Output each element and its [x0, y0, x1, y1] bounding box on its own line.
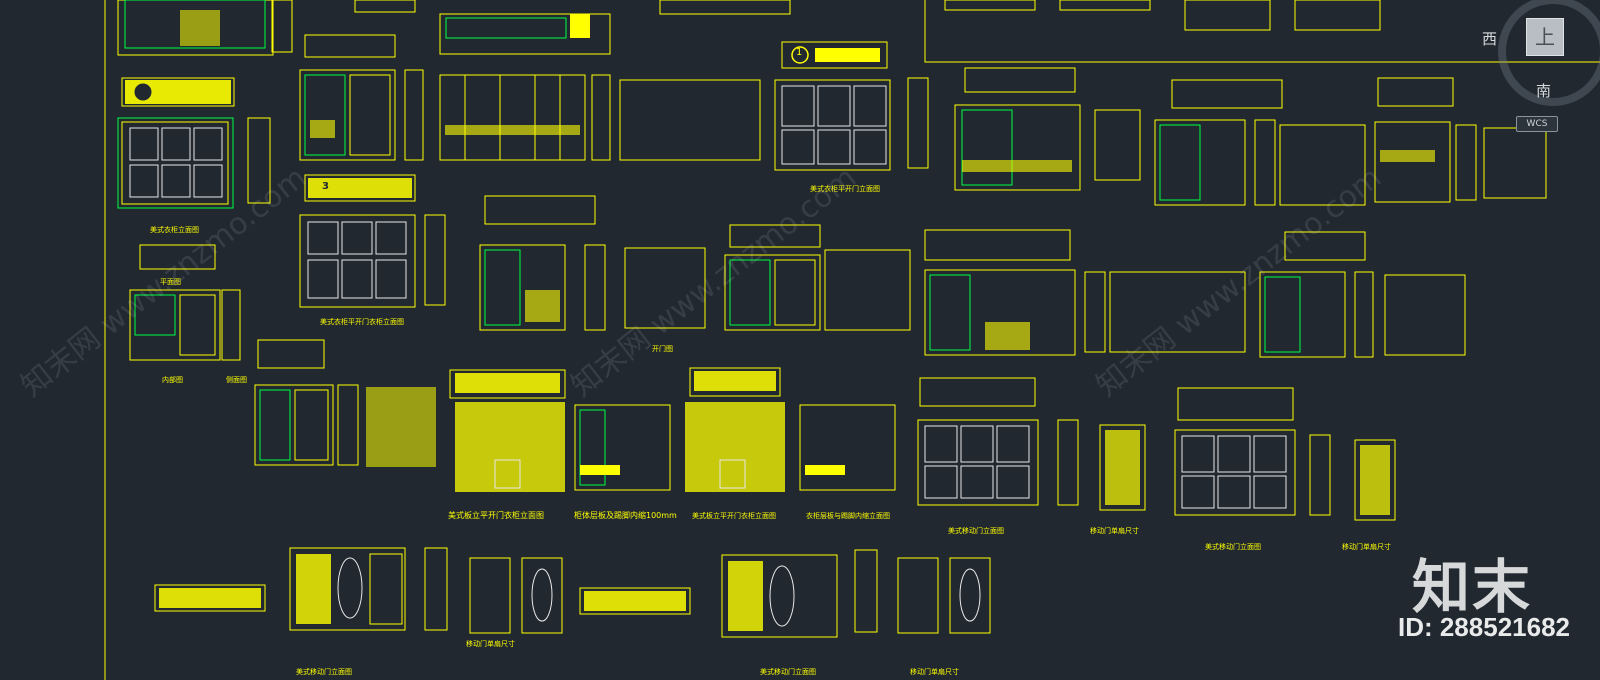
label-oval-detail-2: 移动门单扇尺寸 — [910, 668, 959, 676]
label-hinged-door-elev: 美式板立平开门衣柜立面图 — [448, 511, 544, 520]
viewcube-top-face[interactable]: 上 — [1526, 18, 1564, 56]
label-oval-elev: 美式移动门立面图 — [296, 668, 352, 676]
label-interior-view: 内部图 — [162, 376, 183, 384]
label-sliding-door-elev-2: 美式移动门立面图 — [1205, 543, 1261, 551]
viewcube-compass-ring[interactable] — [1498, 0, 1600, 106]
label-elev-c: 美式衣柜平开门衣柜立面图 — [320, 318, 404, 326]
drawing-panel-right — [917, 67, 1547, 521]
marker-3: 3 — [322, 181, 329, 192]
label-sliding-door-detail-2: 移动门单扇尺寸 — [1342, 543, 1391, 551]
viewcube[interactable]: 上 西 南 WCS — [1480, 0, 1600, 132]
label-sliding-door-detail: 移动门单扇尺寸 — [1090, 527, 1139, 535]
label-elev-b: 美式衣柜平开门立面图 — [810, 185, 880, 193]
label-oval-elev-2: 美式移动门立面图 — [760, 668, 816, 676]
drawing-border-top-right — [924, 0, 1600, 63]
viewcube-west-label[interactable]: 西 — [1482, 30, 1498, 48]
label-top-view: 平面图 — [160, 278, 181, 286]
marker-2: 2 — [139, 84, 146, 95]
drawing-panel-1 — [685, 41, 929, 492]
drawing-panel-middle — [439, 74, 761, 492]
drawing-row-bottom — [154, 547, 991, 638]
watermark-logo: 知末 — [1411, 553, 1532, 621]
ucs-menu-button[interactable]: WCS — [1516, 116, 1558, 132]
label-hinged-door-elev-2: 美式板立平开门衣柜立面图 — [692, 512, 776, 520]
label-open-door-view: 开门图 — [652, 345, 673, 353]
watermark-id: ID: 288521682 — [1397, 612, 1570, 642]
label-oval-detail: 移动门单扇尺寸 — [466, 640, 515, 648]
label-sliding-door-elev: 美式移动门立面图 — [948, 527, 1004, 535]
label-elev-a: 美式衣柜立面图 — [150, 226, 199, 234]
drawing-panel-2 — [117, 77, 271, 361]
viewcube-south-label[interactable]: 南 — [1536, 82, 1552, 100]
label-side-view: 侧面图 — [226, 376, 247, 384]
marker-1: 1 — [796, 47, 803, 58]
label-composite-elev: 衣柜层板与踢脚内缩立面图 — [806, 512, 890, 520]
drawing-panel-center-left — [254, 34, 446, 467]
drawing-row-top — [117, 0, 1381, 56]
label-cabinet-board-note: 柜体层板及踢脚内缩100mm — [574, 511, 677, 520]
